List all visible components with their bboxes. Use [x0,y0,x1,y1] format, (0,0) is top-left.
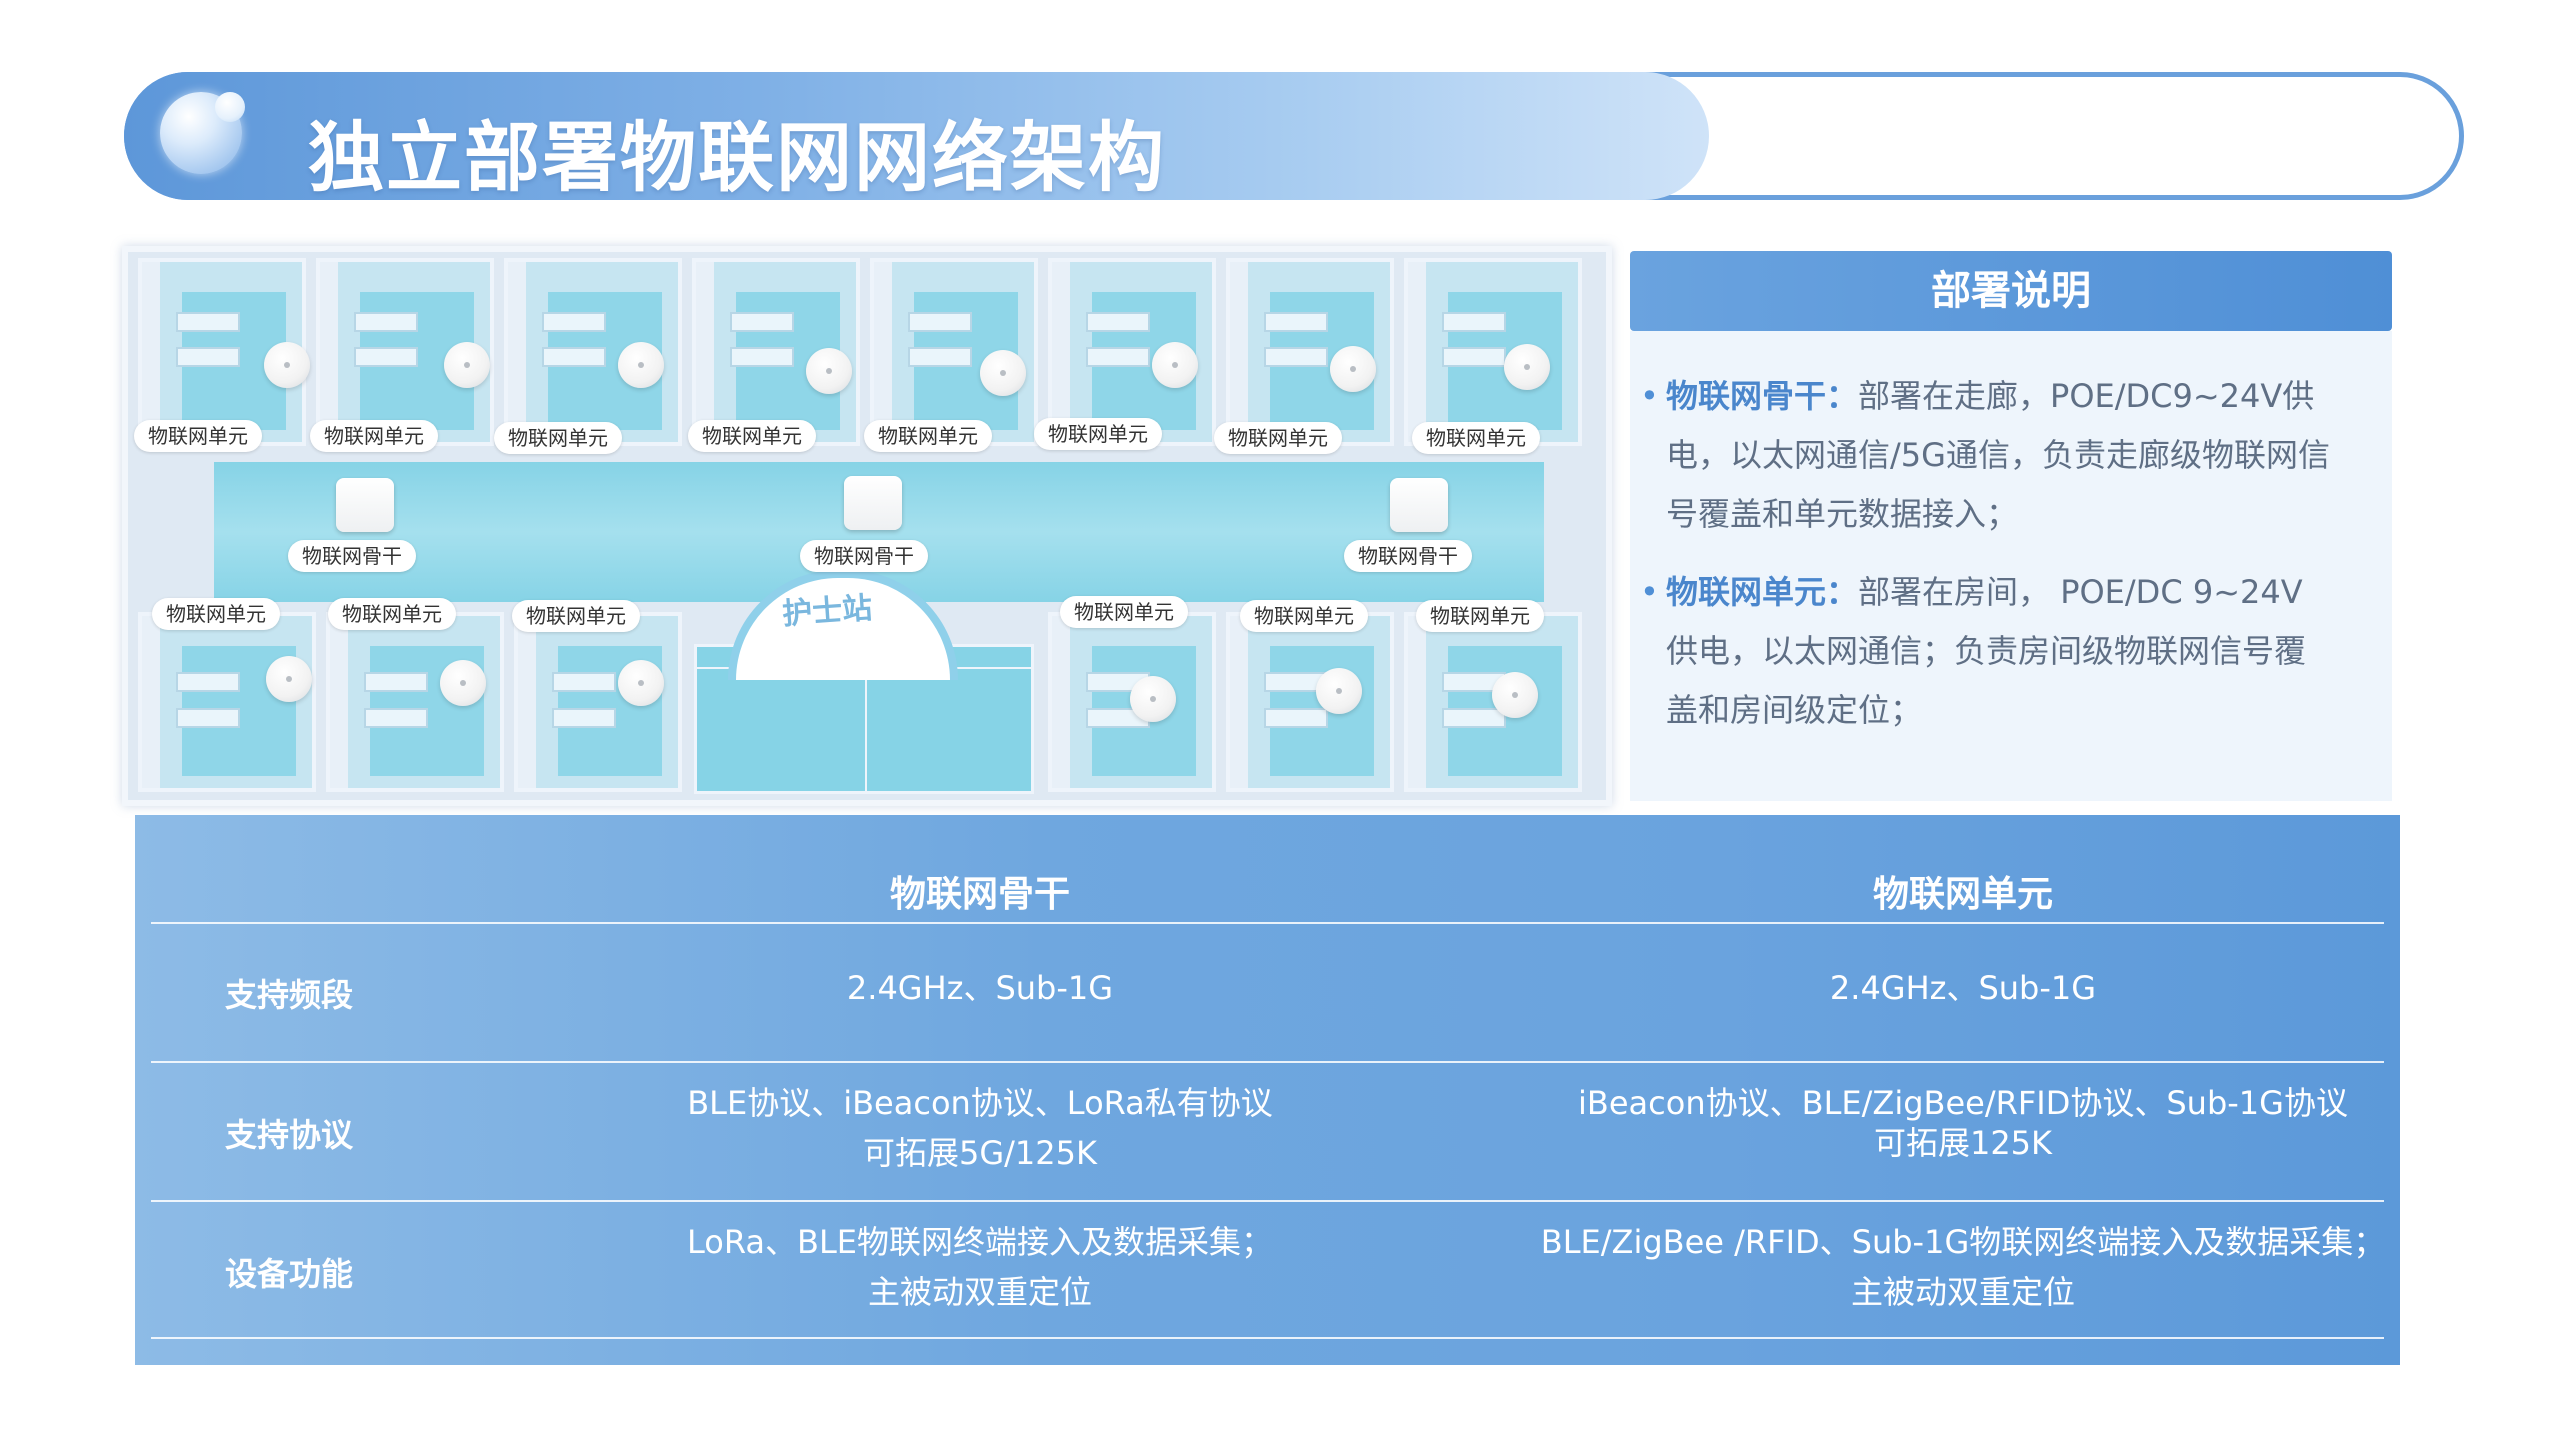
cell-unit-frequency: 2.4GHz、Sub-1G [1829,969,2097,1007]
description-keyword: 物联网骨干： [1666,377,1859,415]
bullet-icon: • [1640,573,1659,611]
iot-unit-label: 物联网单元 [864,420,992,452]
iot-unit-device-icon [440,660,486,706]
table-divider [151,1337,2384,1339]
description-text: 号覆盖和单元数据接入； [1666,495,2019,533]
row-header-frequency: 支持频段 [225,976,354,1014]
row-header-protocol: 支持协议 [225,1116,354,1154]
room-bottom-1 [138,612,316,792]
iot-unit-device-icon [618,660,664,706]
table-divider [151,1061,2384,1063]
iot-unit-label: 物联网单元 [1060,596,1188,628]
room-top-6 [1048,258,1216,446]
room-top-2 [316,258,494,446]
iot-unit-label: 物联网单元 [310,420,438,452]
table-divider [151,922,2384,924]
iot-unit-label: 物联网单元 [512,600,640,632]
description-item-unit: • 物联网单元：部署在房间， POE/DC 9~24V 供电，以太网通信；负责房… [1640,563,2366,740]
iot-unit-label: 物联网单元 [1034,418,1162,450]
description-text: 部署在走廊，POE/DC9~24V供 [1858,377,2315,415]
iot-unit-label: 物联网单元 [328,598,456,630]
iot-backbone-gateway-icon [844,476,902,530]
column-header-backbone: 物联网骨干 [889,874,1070,915]
iot-unit-label: 物联网单元 [152,598,280,630]
iot-unit-label: 物联网单元 [1412,422,1540,454]
iot-unit-device-icon [1152,342,1198,388]
room-top-1 [138,258,310,446]
nurse-station-label: 护士站 [781,590,874,633]
iot-unit-device-icon [264,342,310,388]
table-divider [151,1200,2384,1202]
iot-unit-label: 物联网单元 [1214,422,1342,454]
deployment-description-header: 部署说明 [1630,251,2392,331]
floor-plan: 护士站 物联网单元 物联网单元 物联网单元 物联网单元 物联网单元 物联网单元 … [122,246,1612,806]
room-top-4 [692,258,860,446]
iot-unit-label: 物联网单元 [1416,600,1544,632]
page-title: 独立部署物联网网络架构 [308,113,1166,202]
room-bottom-4 [1048,612,1216,792]
iot-unit-device-icon [1330,346,1376,392]
iot-unit-device-icon [1504,344,1550,390]
iot-backbone-gateway-icon [1390,478,1448,532]
room-bottom-6 [1404,612,1582,792]
cell-backbone-protocol: BLE协议、iBeacon协议、LoRa私有协议 可拓展5G/125K [687,1084,1273,1172]
deployment-description-panel: • 物联网骨干：部署在走廊，POE/DC9~24V供 电，以太网通信/5G通信，… [1630,331,2392,801]
iot-unit-device-icon [806,348,852,394]
iot-backbone-gateway-icon [336,478,394,532]
cell-unit-protocol: iBeacon协议、BLE/ZigBee/RFID协议、Sub-1G协议 可拓展… [1578,1084,2348,1162]
cell-backbone-function: LoRa、BLE物联网终端接入及数据采集； 主被动双重定位 [687,1223,1273,1311]
iot-unit-device-icon [618,342,664,388]
description-text: 电，以太网通信/5G通信，负责走廊级物联网信 [1666,436,2330,474]
iot-unit-device-icon [266,656,312,702]
row-header-function: 设备功能 [225,1255,354,1293]
room-top-5 [870,258,1038,446]
iot-unit-device-icon [1130,676,1176,722]
column-header-unit: 物联网单元 [1872,874,2053,915]
comparison-table: 物联网骨干 物联网单元 支持频段 2.4GHz、Sub-1G 2.4GHz、Su… [135,815,2400,1365]
iot-backbone-label: 物联网骨干 [288,540,416,572]
iot-unit-device-icon [444,342,490,388]
title-banner [124,72,1709,200]
iot-unit-label: 物联网单元 [134,420,262,452]
iot-unit-device-icon [1316,668,1362,714]
room-top-8 [1404,258,1582,446]
iot-unit-label: 物联网单元 [494,422,622,454]
room-bottom-2 [326,612,504,792]
cell-unit-function: BLE/ZigBee /RFID、Sub-1G物联网终端接入及数据采集； 主被动… [1540,1223,2386,1311]
iot-unit-label: 物联网单元 [688,420,816,452]
bullet-icon: • [1640,377,1659,415]
room-bottom-5 [1226,612,1394,792]
description-keyword: 物联网单元： [1666,573,1859,611]
description-text: 部署在房间， POE/DC 9~24V [1858,573,2303,611]
room-top-7 [1226,258,1394,446]
iot-unit-device-icon [1492,672,1538,718]
iot-backbone-label: 物联网骨干 [1344,540,1472,572]
description-text: 供电，以太网通信；负责房间级物联网信号覆 [1666,632,2307,670]
iot-backbone-label: 物联网骨干 [800,540,928,572]
room-top-3 [504,258,682,446]
iot-unit-label: 物联网单元 [1240,600,1368,632]
room-bottom-3 [514,612,682,792]
description-item-backbone: • 物联网骨干：部署在走廊，POE/DC9~24V供 电，以太网通信/5G通信，… [1640,367,2366,544]
small-orb-decoration-icon [215,92,245,122]
iot-unit-device-icon [980,350,1026,396]
description-text: 盖和房间级定位； [1666,691,1923,729]
cell-backbone-frequency: 2.4GHz、Sub-1G [846,969,1114,1007]
